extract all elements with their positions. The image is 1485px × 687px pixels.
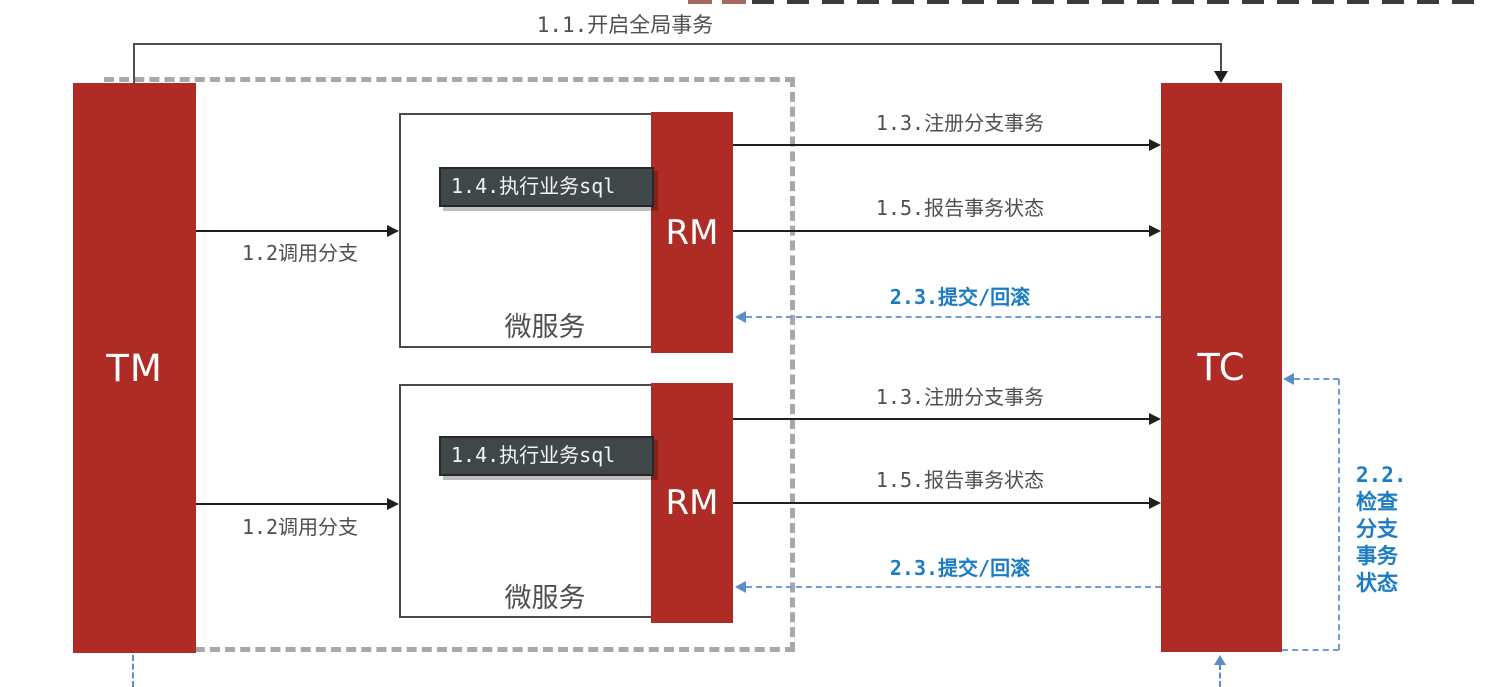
flow-line-call-branch-1: [196, 230, 388, 232]
execute-sql-badge-2: 1.4.执行业务sql: [439, 436, 654, 476]
arrowhead-right-icon: [1149, 413, 1161, 425]
flow-label-call-branch-1: 1.2调用分支: [241, 241, 359, 265]
tm-block: TM: [73, 83, 196, 653]
flow-line-commit-rollback-1: [746, 316, 1161, 318]
flow-label-register-branch-2: 1.3.注册分支事务: [875, 385, 1045, 409]
flow-label-report-status-2: 1.5.报告事务状态: [875, 468, 1045, 492]
check-branch-line-top: [1294, 378, 1339, 380]
tc-label: TC: [1197, 346, 1246, 389]
arrowhead-right-icon: [1149, 139, 1161, 151]
arrowhead-left-icon: [735, 581, 746, 593]
flow-label-commit-rollback-1: 2.3.提交/回滚: [889, 285, 1031, 309]
microservice-label-1: 微服务: [504, 312, 586, 343]
rm-label: RM: [665, 212, 719, 253]
flow-line-call-branch-2: [196, 503, 388, 505]
arrowhead-down-icon: [1214, 71, 1228, 83]
top-crop-artifact: [688, 0, 746, 4]
flow-line-commit-rollback-2: [746, 586, 1161, 588]
rm-block-1: RM: [651, 112, 733, 353]
rm-label: RM: [665, 483, 719, 523]
flow-label-open-global: 1.1.开启全局事务: [536, 13, 714, 37]
arrowhead-up-icon: [1214, 655, 1226, 665]
tc-bottom-stub: [1219, 664, 1221, 687]
flow-line-report-status-1: [733, 230, 1150, 232]
check-branch-line-vertical: [1338, 379, 1340, 650]
flow-line-open-global: [133, 43, 1222, 45]
rm-block-2: RM: [651, 383, 733, 623]
flow-line-register-branch-2: [733, 418, 1150, 420]
arrowhead-right-icon: [1149, 225, 1161, 237]
tc-block: TC: [1161, 83, 1282, 652]
arrowhead-left-icon: [1283, 373, 1294, 385]
flow-label-register-branch-1: 1.3.注册分支事务: [875, 111, 1045, 135]
check-branch-line-bottom: [1282, 649, 1339, 651]
dashed-boundary: [104, 77, 795, 652]
flow-label-commit-rollback-2: 2.3.提交/回滚: [889, 556, 1031, 580]
arrowhead-right-icon: [1149, 497, 1161, 509]
tm-bottom-stub: [132, 655, 134, 687]
flow-line-open-global-left: [133, 43, 135, 84]
tm-label: TM: [106, 346, 163, 390]
flow-label-check-branch: 2.2. 检查 分支 事务 状态: [1356, 463, 1407, 595]
flow-label-call-branch-2: 1.2调用分支: [241, 515, 359, 539]
execute-sql-badge-1: 1.4.执行业务sql: [439, 167, 654, 207]
top-crop-artifact: [752, 0, 1485, 4]
arrowhead-left-icon: [735, 311, 746, 323]
microservice-label-2: 微服务: [504, 583, 586, 614]
flow-line-register-branch-1: [733, 144, 1150, 146]
arrowhead-right-icon: [387, 498, 399, 510]
arrowhead-right-icon: [387, 225, 399, 237]
flow-line-open-global-right: [1220, 43, 1222, 72]
flow-line-report-status-2: [733, 502, 1150, 504]
flow-label-report-status-1: 1.5.报告事务状态: [875, 196, 1045, 220]
